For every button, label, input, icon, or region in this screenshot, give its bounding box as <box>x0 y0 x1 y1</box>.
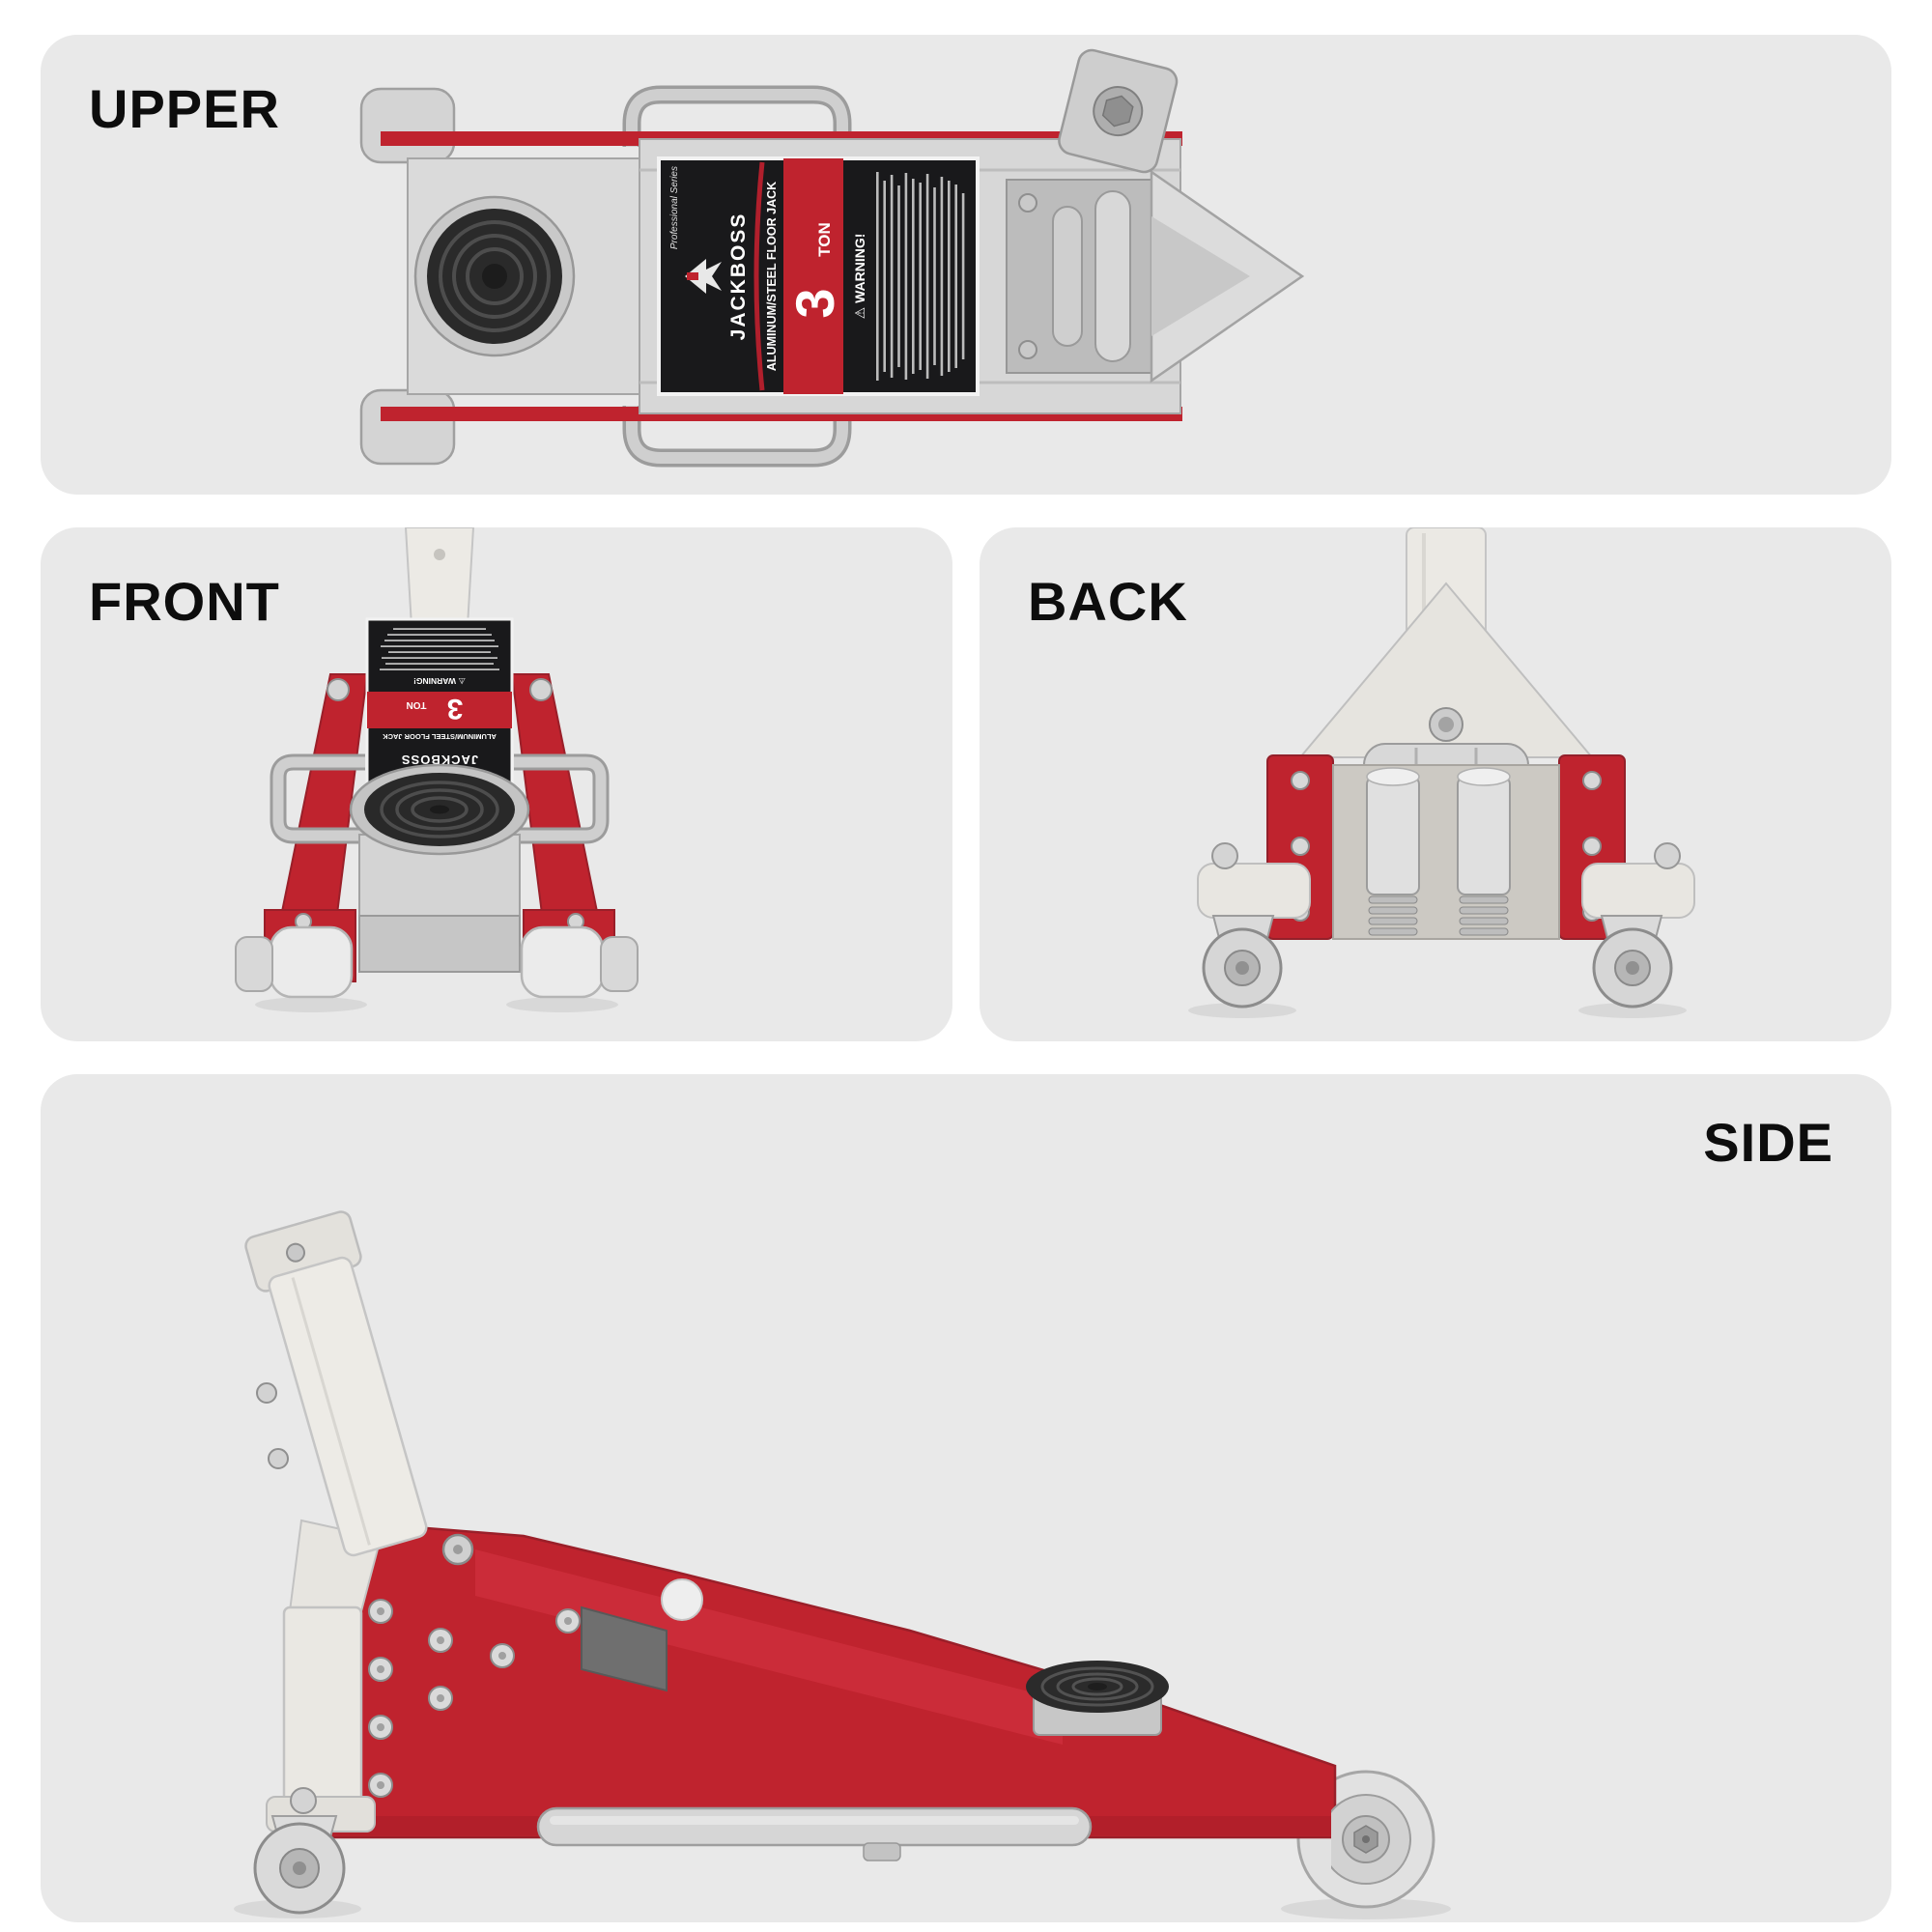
jack-back-view <box>1188 527 1695 1018</box>
product-name-text: ALUMINUM/STEEL FLOOR JACK <box>383 732 497 741</box>
steel-insert <box>581 1605 668 1692</box>
warning-fine-print-lines <box>876 172 965 381</box>
socket-bolt-upper <box>256 1382 277 1404</box>
saddle-pad <box>1026 1661 1169 1736</box>
red-main-body <box>321 1526 1337 1839</box>
rear-wheel-hub <box>1331 1794 1411 1885</box>
handle-yoke-bracket <box>1058 48 1179 174</box>
back-panel: BACK <box>980 527 1891 1041</box>
back-view-label: BACK <box>1028 571 1188 632</box>
label-series-text: Professional Series <box>669 166 680 249</box>
floor-shadows <box>255 997 618 1012</box>
upper-panel: UPPER <box>41 35 1891 495</box>
rear-nose-casting <box>1150 169 1305 384</box>
handle-socket <box>244 1210 428 1557</box>
jack-side-view <box>234 1210 1451 1919</box>
body-bolts <box>368 1533 581 1798</box>
back-triangular-bracket <box>1297 582 1595 758</box>
product-label: Professional Series JACKBOSS ALUMINUM/ST… <box>657 156 980 396</box>
product-name-text: ALUMINUM/STEEL FLOOR JACK <box>765 182 779 371</box>
side-carry-handles <box>270 753 610 844</box>
saddle-pad <box>413 195 576 357</box>
capacity-band <box>367 692 512 728</box>
handle-bar <box>536 1806 1093 1861</box>
capacity-band <box>783 158 843 394</box>
hydraulic-unit <box>1006 179 1152 374</box>
brand-name-text: JACKBOSS <box>401 753 478 767</box>
capacity-value-text: 3 <box>784 288 845 318</box>
side-panel: SIDE <box>41 1074 1891 1922</box>
capacity-unit-text: TON <box>815 222 834 257</box>
warning-fine-print-lines <box>380 628 499 670</box>
caster-arms <box>1197 842 1695 919</box>
caster-wheel-right <box>1592 915 1673 1009</box>
label-swoosh <box>753 161 765 391</box>
body-port-hole <box>661 1578 703 1621</box>
jack-upper-view: Professional Series JACKBOSS ALUMINUM/ST… <box>359 48 1305 468</box>
side-view-label: SIDE <box>1703 1112 1833 1173</box>
front-panel: FRONT <box>41 527 952 1041</box>
socket-bolt-lower <box>268 1448 289 1469</box>
brand-name-text: JACKBOSS <box>727 213 750 341</box>
warning-heading-text: ⚠ WARNING! <box>413 676 466 686</box>
warning-heading-text: ⚠ WARNING! <box>852 234 867 320</box>
capacity-unit-text: TON <box>407 699 427 710</box>
carry-handle-bottom-icon <box>622 406 852 468</box>
brand-logo-icon <box>685 259 722 294</box>
saddle-pad <box>349 763 530 856</box>
floor-shadows <box>234 1898 1451 1919</box>
upper-view-label: UPPER <box>89 78 280 139</box>
piston-springs <box>1368 895 1509 936</box>
handle-socket-tube <box>404 527 475 627</box>
floor-shadows <box>1188 1003 1687 1018</box>
base-and-wheels <box>235 909 639 999</box>
lift-arm-overlay <box>475 1549 1063 1745</box>
jack-front-view: JACKBOSS ALUMINUM/STEEL FLOOR JACK 3 TON… <box>235 527 639 1012</box>
front-wheel-right <box>520 925 605 999</box>
pump-pistons <box>1366 767 1511 936</box>
carry-handle-top-icon <box>622 85 852 147</box>
caster-wheel-left <box>1202 915 1283 1009</box>
front-caster <box>253 1787 346 1915</box>
capacity-value-text: 3 <box>447 693 464 724</box>
front-view-label: FRONT <box>89 571 280 632</box>
hex-bolt-icon <box>1101 95 1134 128</box>
front-wheel-left <box>269 925 354 999</box>
